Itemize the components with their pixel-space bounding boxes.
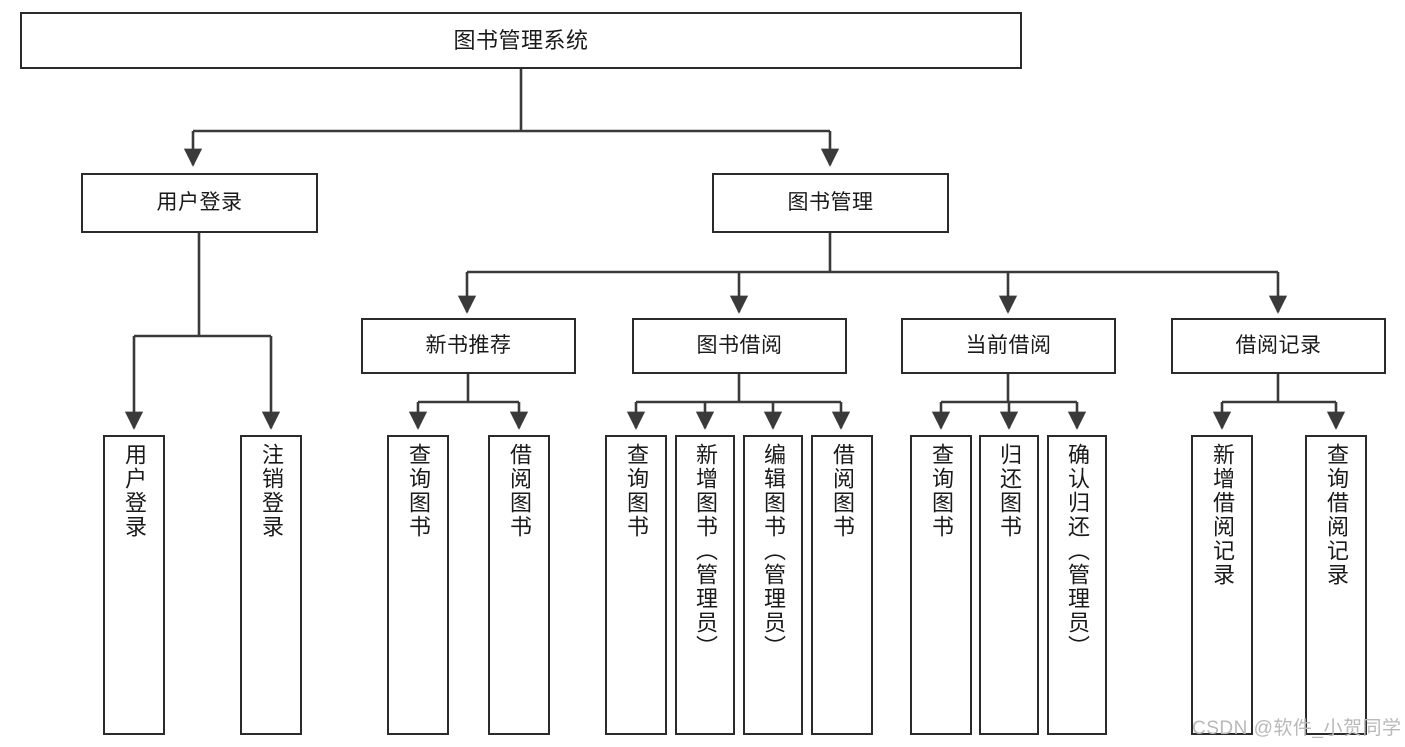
leaf-query-borrow-record[interactable]: 查询借阅记录 — [1305, 435, 1367, 735]
node-label: 新增图书（管理员） — [693, 443, 718, 659]
node-book-borrow[interactable]: 图书借阅 — [632, 318, 847, 374]
node-label: 确认归还（管理员） — [1065, 443, 1090, 659]
node-label: 图书借阅 — [696, 333, 783, 357]
leaf-add-borrow-record[interactable]: 新增借阅记录 — [1191, 435, 1253, 735]
leaf-edit-book[interactable]: 编辑图书（管理员） — [743, 435, 803, 735]
node-user-login[interactable]: 用户登录 — [81, 173, 318, 233]
leaf-user-login[interactable]: 用户登录 — [103, 435, 165, 735]
node-label: 注销登录 — [259, 443, 284, 539]
node-label: 借阅图书 — [830, 443, 855, 539]
node-label: 当前借阅 — [965, 333, 1052, 357]
node-book-management[interactable]: 图书管理 — [712, 173, 949, 233]
node-label: 借阅图书 — [507, 443, 532, 539]
node-label: 查询借阅记录 — [1324, 443, 1349, 587]
leaf-return-book[interactable]: 归还图书 — [979, 435, 1039, 735]
csdn-watermark: CSDN @软件_小贺同学 — [1192, 718, 1402, 739]
node-borrow-record[interactable]: 借阅记录 — [1171, 318, 1386, 374]
leaf-query-book-current[interactable]: 查询图书 — [910, 435, 972, 735]
node-current-borrow[interactable]: 当前借阅 — [901, 318, 1116, 374]
node-label: 编辑图书（管理员） — [761, 443, 786, 659]
leaf-confirm-return[interactable]: 确认归还（管理员） — [1047, 435, 1107, 735]
leaf-query-book-recommend[interactable]: 查询图书 — [387, 435, 449, 735]
node-label: 归还图书 — [997, 443, 1022, 539]
leaf-query-book-borrow[interactable]: 查询图书 — [605, 435, 667, 735]
node-label: 查询图书 — [406, 443, 431, 539]
leaf-logout-login[interactable]: 注销登录 — [240, 435, 302, 735]
node-label: 用户登录 — [156, 190, 243, 214]
node-label: 图书管理系统 — [453, 27, 589, 53]
node-root-book-management-system[interactable]: 图书管理系统 — [20, 12, 1022, 69]
node-label: 新书推荐 — [425, 333, 512, 357]
leaf-add-book[interactable]: 新增图书（管理员） — [675, 435, 735, 735]
node-label: 查询图书 — [929, 443, 954, 539]
node-label: 新增借阅记录 — [1210, 443, 1235, 587]
leaf-borrow-book[interactable]: 借阅图书 — [811, 435, 873, 735]
leaf-borrow-book-recommend[interactable]: 借阅图书 — [488, 435, 550, 735]
node-label: 借阅记录 — [1235, 333, 1322, 357]
node-label: 查询图书 — [624, 443, 649, 539]
node-label: 图书管理 — [787, 190, 874, 214]
node-label: 用户登录 — [122, 443, 147, 539]
node-new-book-recommend[interactable]: 新书推荐 — [361, 318, 576, 374]
